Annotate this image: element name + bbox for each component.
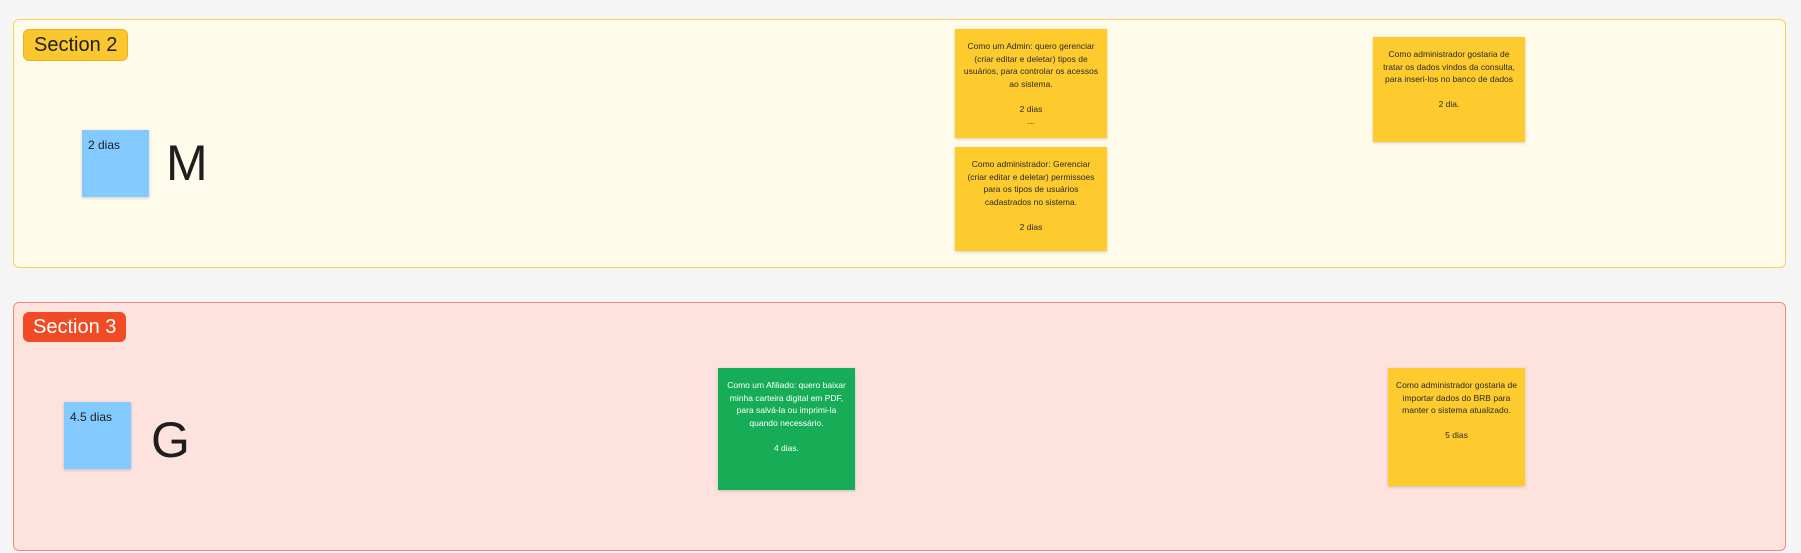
size-letter-g[interactable]: G <box>151 412 190 468</box>
story-sticky-note[interactable]: Como administrador: Gerenciar (criar edi… <box>955 147 1107 251</box>
story-text: Como administrador: Gerenciar (criar edi… <box>967 159 1095 232</box>
estimate-text: 2 dias <box>88 138 121 152</box>
section-2-label[interactable]: Section 2 <box>23 29 129 61</box>
story-text: Como administrador gostaria de tratar os… <box>1383 49 1515 109</box>
story-sticky-note[interactable]: Como administrador gostaria de tratar os… <box>1373 37 1525 142</box>
story-sticky-note[interactable]: Como um Afiliado: quero baixar minha car… <box>718 368 855 490</box>
story-text: Como um Afiliado: quero baixar minha car… <box>727 380 846 453</box>
story-text: Como administrador gostaria de importar … <box>1396 380 1517 440</box>
size-letter-m[interactable]: M <box>166 135 208 191</box>
story-sticky-note[interactable]: Como um Admin: quero gerenciar (criar ed… <box>955 29 1107 138</box>
estimate-text: 4.5 dias <box>70 410 113 424</box>
estimate-sticky-note[interactable]: 2 dias <box>82 130 149 197</box>
story-sticky-note[interactable]: Como administrador gostaria de importar … <box>1388 368 1525 486</box>
section-3-label[interactable]: Section 3 <box>23 312 127 342</box>
story-text: Como um Admin: quero gerenciar (criar ed… <box>963 41 1099 126</box>
estimate-sticky-note[interactable]: 4.5 dias <box>64 402 131 469</box>
